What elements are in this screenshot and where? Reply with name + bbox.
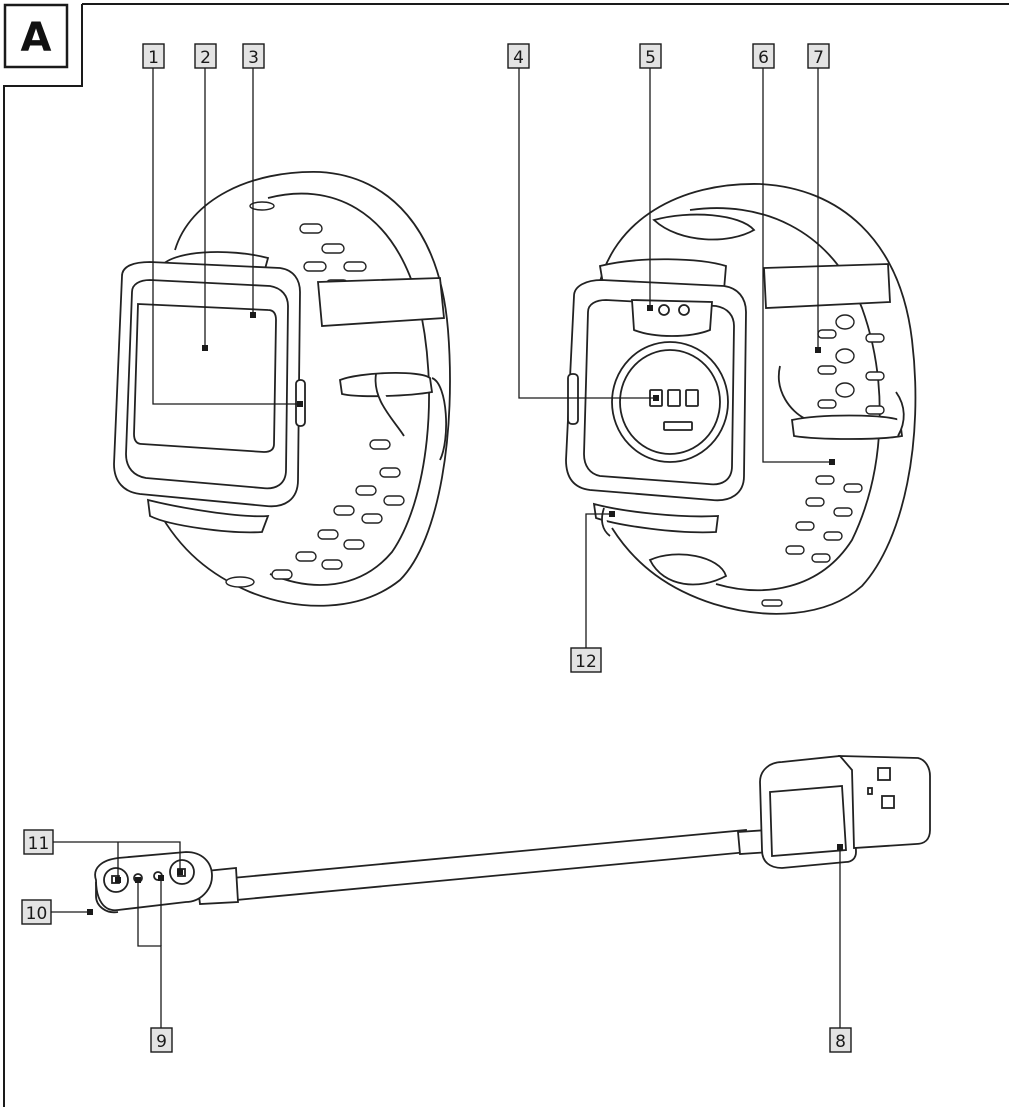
callout-label-8: 8 (835, 1032, 846, 1052)
callout-label-1: 1 (148, 48, 159, 68)
leader-lines (50, 68, 843, 1028)
callout-label-3: 3 (248, 48, 259, 68)
callout-12: 12 (570, 647, 602, 673)
callout-label-4: 4 (513, 48, 524, 68)
figure-frame: A (3, 3, 1009, 1107)
figure-badge: A (21, 15, 52, 61)
callout-11: 11 (23, 829, 54, 855)
callout-label-2: 2 (200, 48, 211, 68)
callout-7: 7 (807, 43, 830, 69)
callout-3: 3 (242, 43, 265, 69)
watch-back-view (565, 183, 917, 615)
callout-label-11: 11 (28, 834, 50, 854)
callout-2: 2 (194, 43, 217, 69)
front-strap-holes (225, 201, 405, 588)
callout-4: 4 (507, 43, 530, 69)
back-strap-holes (648, 213, 885, 607)
callout-label-7: 7 (813, 48, 824, 68)
callout-label-12: 12 (575, 652, 597, 672)
callout-8: 8 (829, 1027, 852, 1053)
callout-label-9: 9 (156, 1032, 167, 1052)
callout-5: 5 (639, 43, 662, 69)
callout-label-5: 5 (645, 48, 656, 68)
callout-9: 9 (150, 1027, 173, 1053)
callout-6: 6 (752, 43, 775, 69)
callout-label-6: 6 (758, 48, 769, 68)
charging-cable (94, 755, 931, 914)
front-buckle (317, 277, 448, 461)
callout-10: 10 (21, 899, 52, 925)
watch-front-view (113, 171, 451, 607)
callout-label-10: 10 (26, 904, 48, 924)
callout-1: 1 (142, 43, 165, 69)
